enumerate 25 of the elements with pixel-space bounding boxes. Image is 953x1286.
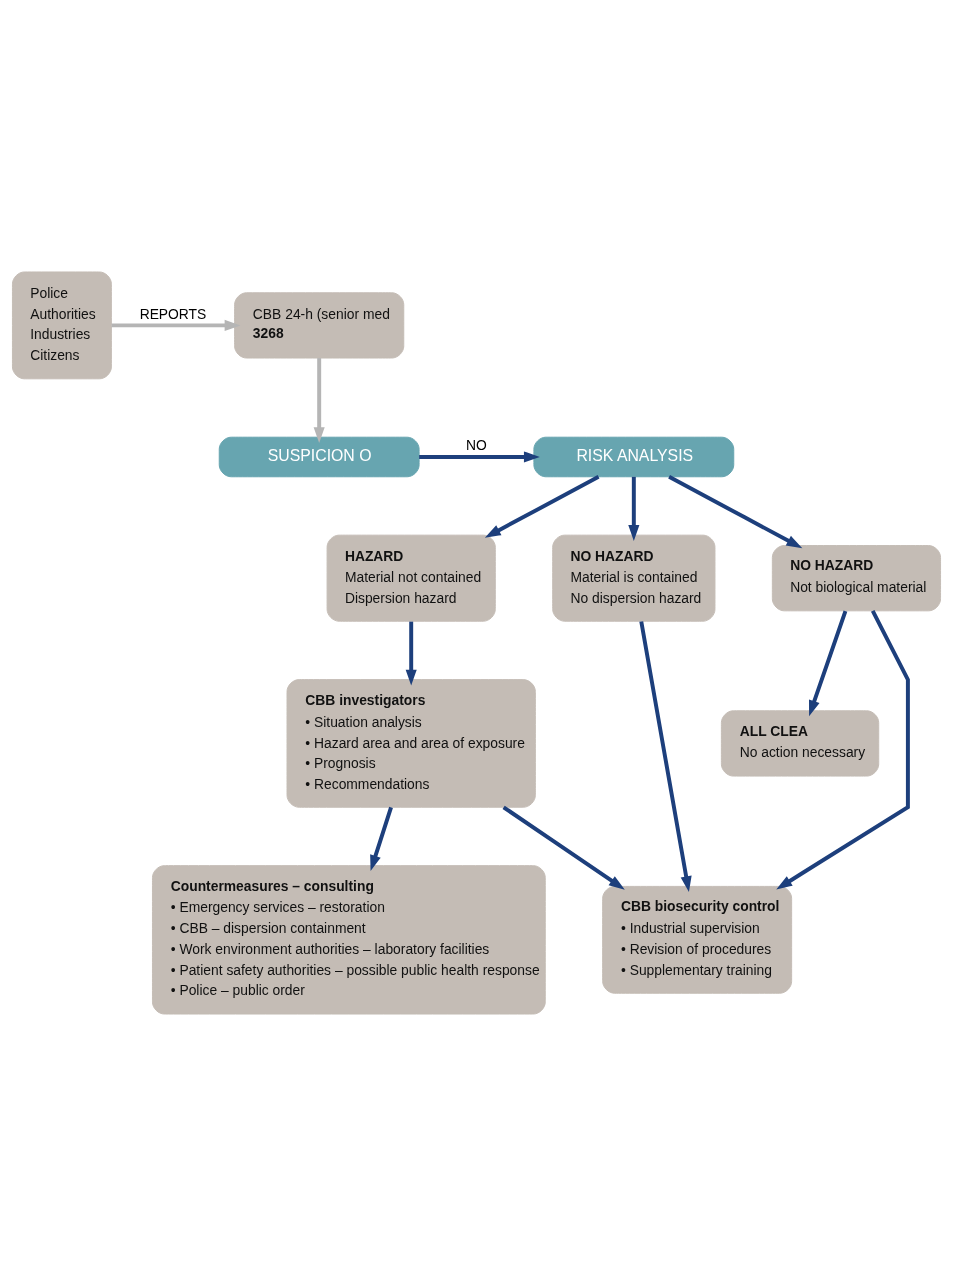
node-box: CBB investigators • Situation analysis • Hazard area and area of exposure • Prognosis • Recommendations — [286, 679, 536, 808]
edge-label: NO — [466, 437, 487, 454]
arrow — [502, 805, 625, 890]
node-box: CBB biosecurity control • Industrial supervision • Revision of procedures • Supplementary training — [602, 885, 793, 994]
arrow — [809, 610, 848, 717]
node-box: Countermeasures – consulting • Emergency services – restoration • CBB – dispersion containment • Work environment authorities – laboratory facilities • Patient safety authorities – possible public health response • Police – public order — [151, 865, 546, 1015]
arrow — [313, 358, 325, 444]
arrow — [628, 476, 640, 541]
node-box: NO HAZARD Not biological material — [771, 545, 942, 612]
arrow — [419, 451, 540, 463]
arrow — [668, 475, 803, 549]
node-box: NO HAZARD Material is contained No dispersion hazard — [552, 534, 716, 622]
arrow — [370, 806, 393, 872]
arrow — [405, 621, 417, 686]
node-box: Police Authorities Industries Citizens — [11, 271, 112, 380]
node-box: ALL CLEA No action necessary — [720, 710, 880, 777]
arrow — [111, 319, 241, 331]
arrow — [639, 621, 692, 893]
arrow — [484, 475, 600, 538]
node-box: RISK ANALYSIS — [533, 436, 735, 478]
edge-label: REPORTS — [139, 305, 207, 322]
node-box: SUSPICION O — [218, 436, 420, 478]
arrow — [776, 610, 910, 890]
node-box: CBB 24-h (senior med 3268 — [234, 292, 405, 359]
node-box: HAZARD Material not contained Dispersion hazard — [326, 534, 496, 622]
